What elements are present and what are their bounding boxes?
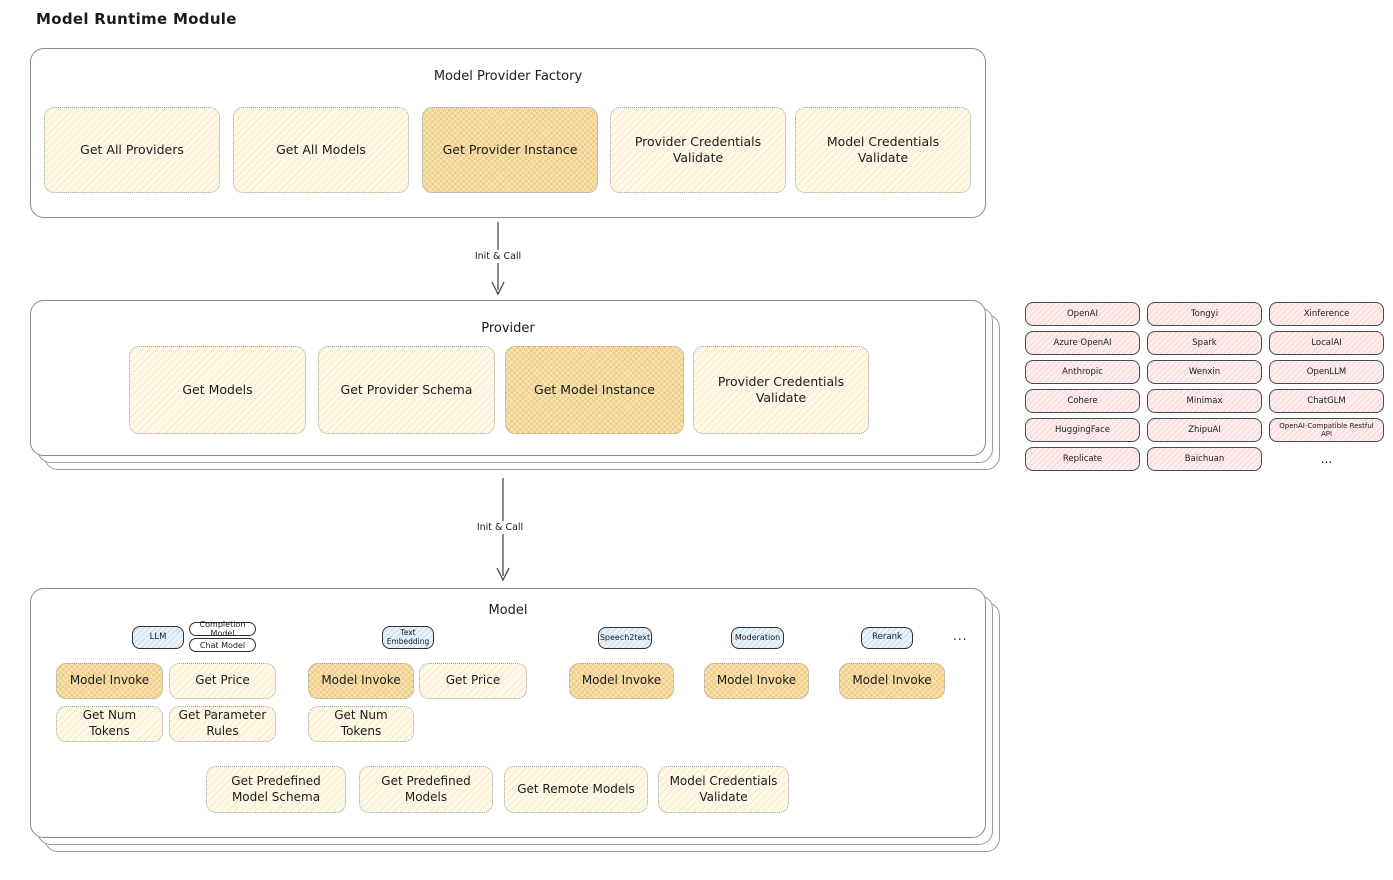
tab-llm: LLM [132, 626, 184, 649]
box-get-predefined-model-schema: Get Predefined Model Schema [206, 766, 346, 813]
tab-moderation: Moderation [731, 627, 784, 649]
box-get-models: Get Models [129, 346, 306, 434]
box-get-all-models: Get All Models [233, 107, 409, 193]
factory-panel-frame: Model Provider Factory Get All Providers… [30, 48, 986, 218]
box-provider-credentials-validate-2: Provider Credentials Validate [693, 346, 869, 434]
provider-replicate: Replicate [1025, 447, 1140, 471]
box-te-get-num-tokens: Get Num Tokens [308, 706, 414, 742]
provider-openai: OpenAI [1025, 302, 1140, 326]
box-te-get-price: Get Price [419, 663, 527, 699]
box-te-model-invoke: Model Invoke [308, 663, 414, 699]
provider-zhipuai: ZhipuAI [1147, 418, 1262, 442]
box-get-predefined-models: Get Predefined Models [359, 766, 493, 813]
box-model-credentials-validate: Model Credentials Validate [795, 107, 971, 193]
provider-tongyi: Tongyi [1147, 302, 1262, 326]
provider-ellipsis: ... [1320, 452, 1333, 466]
model-panel-title: Model [488, 603, 528, 618]
provider-chatglm: ChatGLM [1269, 389, 1384, 413]
tab-text-embedding: Text Embedding [382, 626, 434, 649]
box-provider-credentials-validate: Provider Credentials Validate [610, 107, 786, 193]
arrow-label-init-call-1: Init & Call [458, 250, 538, 263]
tab-speech2text: Speech2text [598, 627, 652, 649]
box-llm-model-invoke: Model Invoke [56, 663, 163, 699]
provider-minimax: Minimax [1147, 389, 1262, 413]
box-llm-get-price: Get Price [169, 663, 276, 699]
provider-huggingface: HuggingFace [1025, 418, 1140, 442]
provider-spark: Spark [1147, 331, 1262, 355]
provider-panel-frame: Provider Get Models Get Provider Schema … [30, 300, 986, 456]
factory-panel: Model Provider Factory Get All Providers… [30, 48, 986, 218]
page-title: Model Runtime Module [36, 10, 237, 28]
provider-panel: Provider Get Models Get Provider Schema … [30, 300, 1000, 470]
provider-openllm: OpenLLM [1269, 360, 1384, 384]
factory-panel-title: Model Provider Factory [433, 69, 583, 84]
box-get-provider-schema: Get Provider Schema [318, 346, 495, 434]
provider-azure-openai: Azure OpenAI [1025, 331, 1140, 355]
provider-xinference: Xinference [1269, 302, 1384, 326]
box-get-model-instance: Get Model Instance [505, 346, 684, 434]
provider-list-grid: OpenAI Tongyi Xinference Azure OpenAI Sp… [1025, 302, 1384, 471]
tab-rerank: Rerank [861, 627, 913, 649]
box-get-provider-instance: Get Provider Instance [422, 107, 598, 193]
box-moderation-model-invoke: Model Invoke [704, 663, 809, 699]
provider-baichuan: Baichuan [1147, 447, 1262, 471]
box-rerank-model-invoke: Model Invoke [839, 663, 945, 699]
tab-chat-model: Chat Model [189, 638, 256, 652]
box-s2t-model-invoke: Model Invoke [569, 663, 674, 699]
provider-panel-title: Provider [481, 321, 535, 336]
box-llm-get-parameter-rules: Get Parameter Rules [169, 706, 276, 742]
provider-localai: LocalAI [1269, 331, 1384, 355]
box-llm-get-num-tokens: Get Num Tokens [56, 706, 163, 742]
provider-wenxin: Wenxin [1147, 360, 1262, 384]
tabs-ellipsis: ... [953, 629, 968, 643]
provider-anthropic: Anthropic [1025, 360, 1140, 384]
model-panel: Model LLM Completion Model Chat Model Te… [30, 588, 1000, 852]
model-panel-frame: Model LLM Completion Model Chat Model Te… [30, 588, 986, 838]
box-get-all-providers: Get All Providers [44, 107, 220, 193]
box-model-credentials-validate-2: Model Credentials Validate [658, 766, 789, 813]
box-get-remote-models: Get Remote Models [504, 766, 648, 813]
provider-openai-compatible: OpenAI-Compatible Restful API [1269, 418, 1384, 442]
tab-completion-model: Completion Model [189, 620, 256, 638]
arrow-label-init-call-2: Init & Call [460, 521, 540, 534]
provider-cohere: Cohere [1025, 389, 1140, 413]
